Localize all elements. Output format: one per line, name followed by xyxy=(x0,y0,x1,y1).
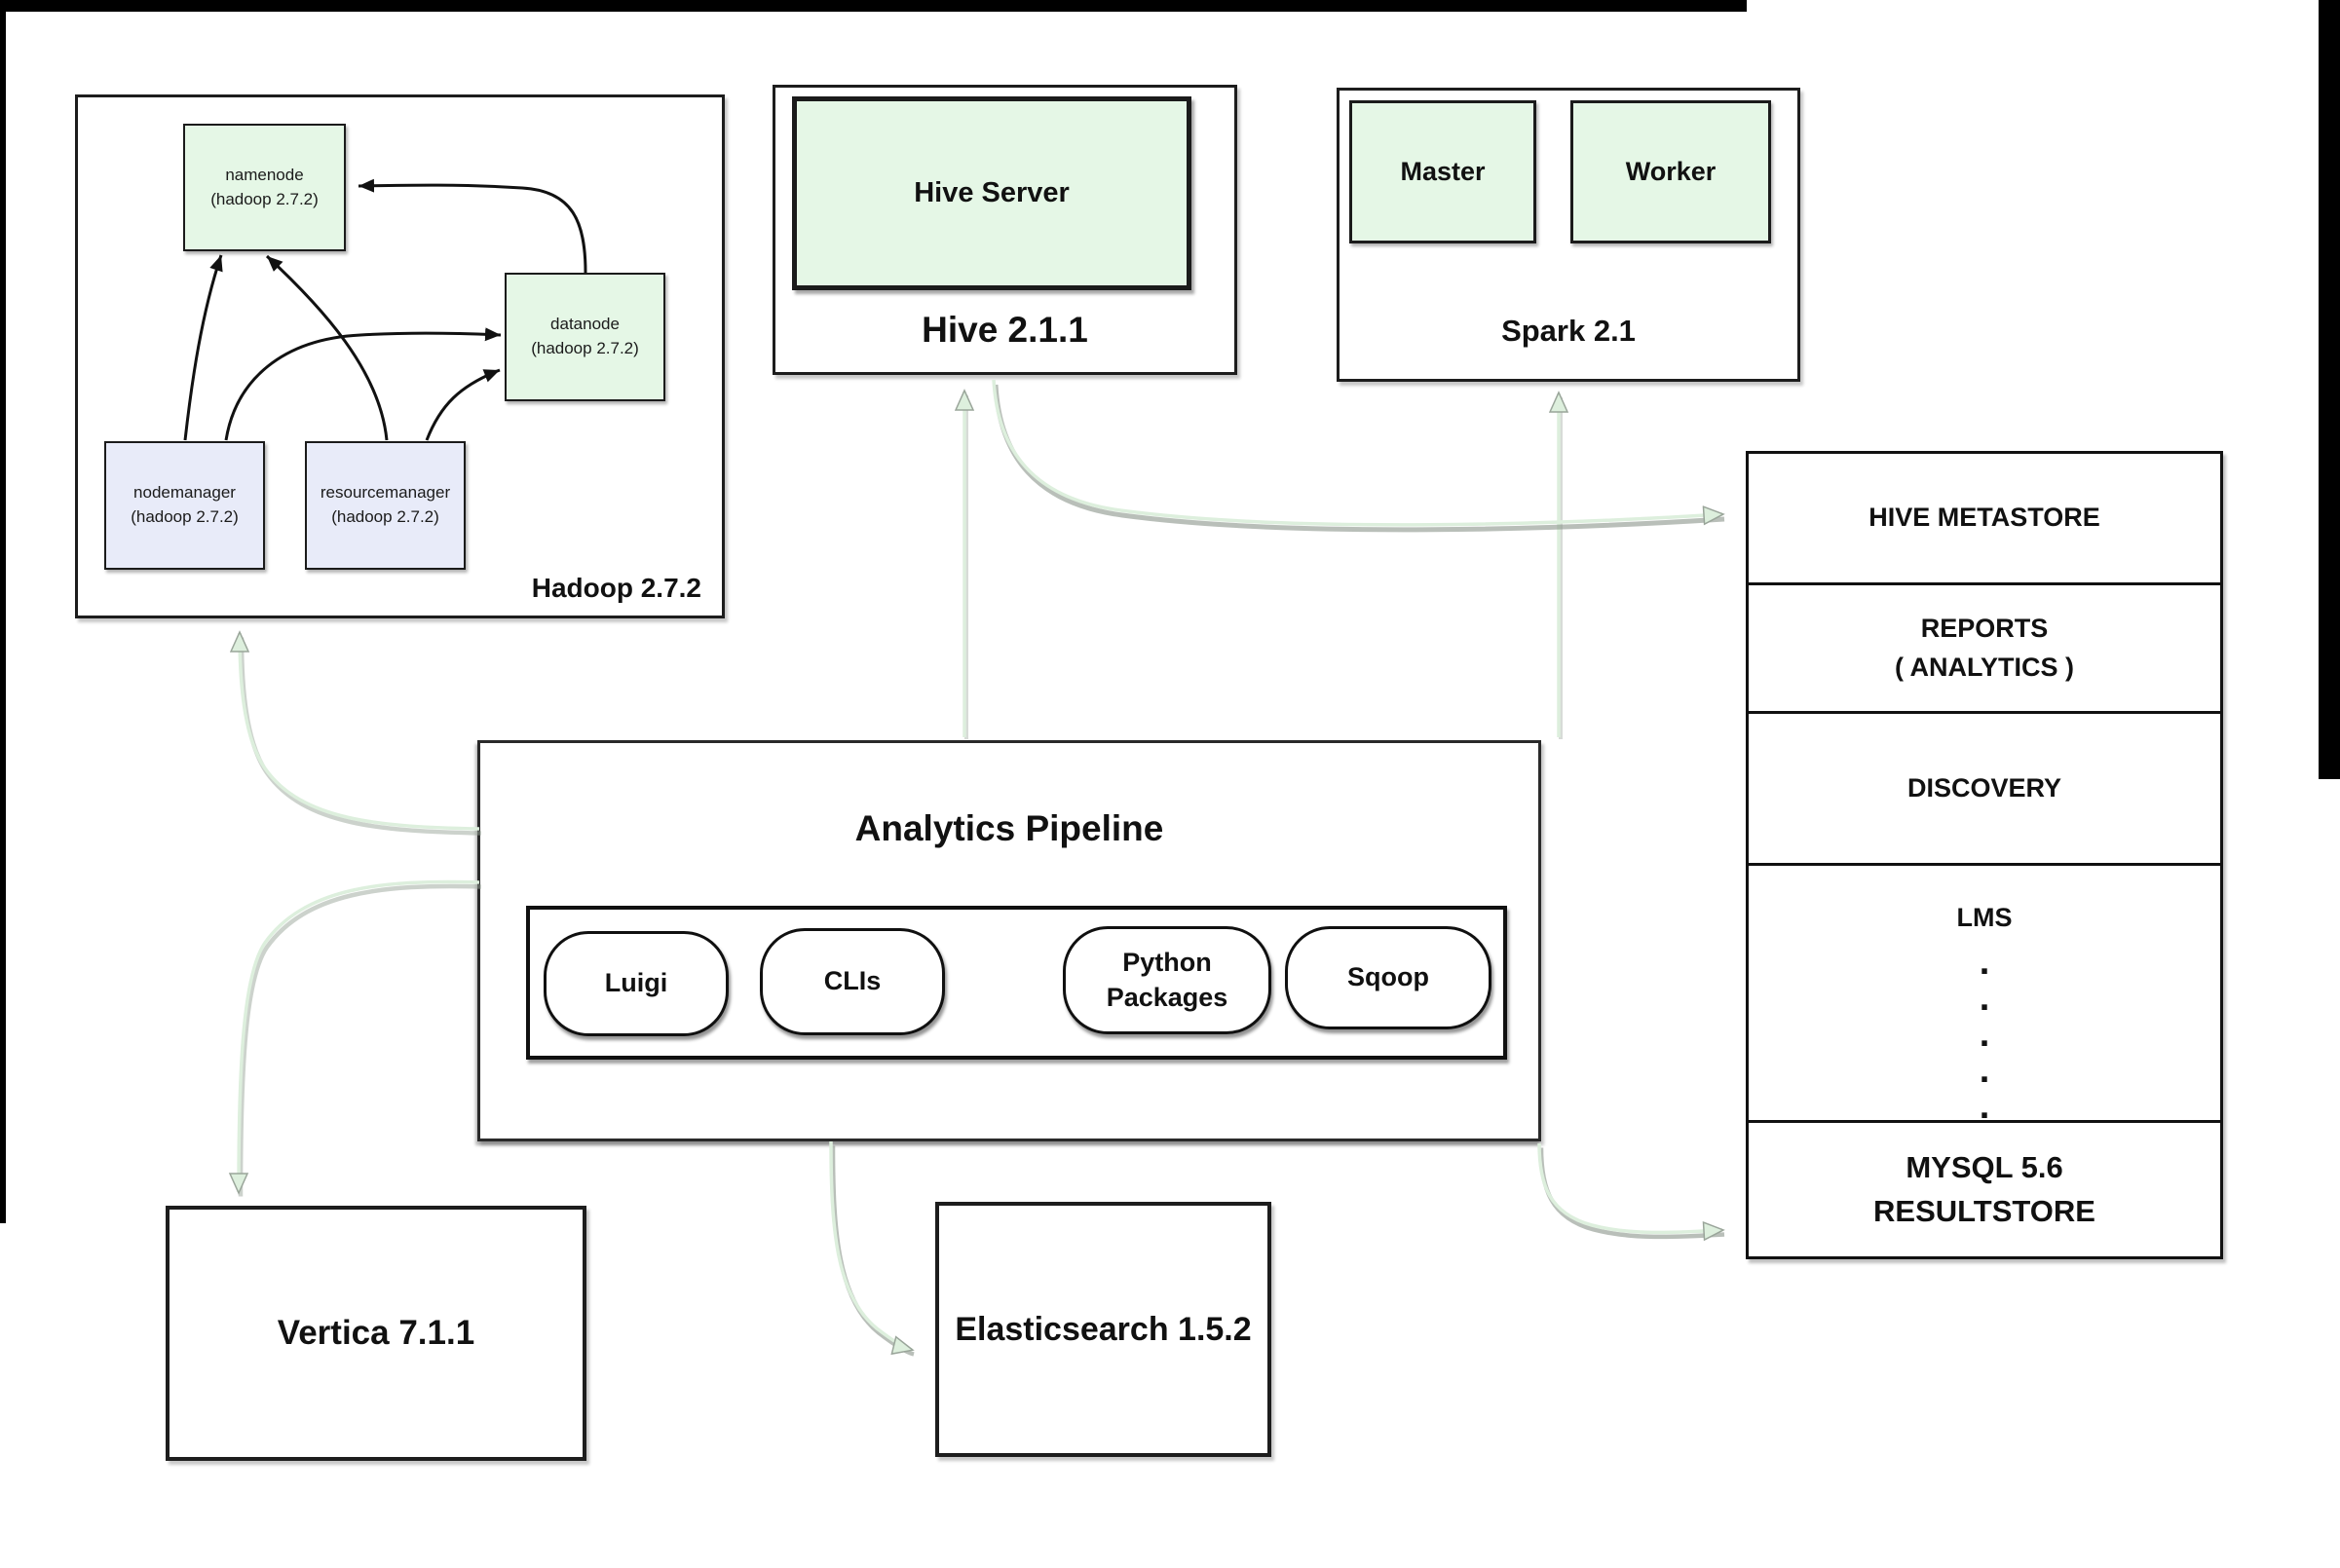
tool-button-sqoop: Sqoop xyxy=(1285,926,1491,1029)
left-black-bar xyxy=(0,0,6,1223)
datanode-label: datanode (hadoop 2.7.2) xyxy=(531,315,639,357)
service-label-lms: LMS xyxy=(1956,903,2013,932)
nodemanager-label: nodemanager (hadoop 2.7.2) xyxy=(131,483,239,526)
hive-title: Hive 2.1.1 xyxy=(922,310,1088,350)
namenode-label: namenode (hadoop 2.7.2) xyxy=(210,165,319,208)
tool-label-sqoop: Sqoop xyxy=(1347,962,1429,992)
arrow-pipeline-to-hive xyxy=(964,392,966,739)
tool-button-luigi: Luigi xyxy=(544,931,729,1036)
hadoop-title: Hadoop 2.7.2 xyxy=(531,573,701,603)
tool-label-clis: CLIs xyxy=(823,966,882,996)
vertica-box: Vertica 7.1.1 xyxy=(166,1206,586,1461)
tool-button-python-packages: Python Packages xyxy=(1063,926,1271,1034)
tool-label-python-packages: Python Packages xyxy=(1106,948,1228,1012)
arrow-pipeline-to-vertica xyxy=(239,879,482,1197)
arrow-pipeline-to-spark xyxy=(1559,393,1561,739)
hive-server-node: Hive Server xyxy=(792,96,1191,290)
elasticsearch-box: Elasticsearch 1.5.2 xyxy=(935,1202,1271,1457)
service-row-hive-metastore: HIVE METASTORE xyxy=(1749,454,2220,582)
spark-title: Spark 2.1 xyxy=(1501,314,1636,348)
arrow-hive-to-metastore xyxy=(992,379,1724,533)
service-label-mysql: MYSQL 5.6 RESULTSTORE xyxy=(1873,1149,2095,1228)
service-row-lms: LMS . . . . . xyxy=(1749,863,2220,1125)
hive-server-label: Hive Server xyxy=(914,177,1070,208)
tool-button-clis: CLIs xyxy=(760,928,945,1035)
top-black-bar xyxy=(0,0,1747,12)
service-label-hive-metastore: HIVE METASTORE xyxy=(1868,503,2100,533)
namenode-node: namenode (hadoop 2.7.2) xyxy=(183,124,346,251)
lms-ellipsis-dots: . . . . . xyxy=(1979,942,1990,1128)
right-black-bar xyxy=(2319,0,2340,779)
resourcemanager-label: resourcemanager (hadoop 2.7.2) xyxy=(320,483,451,526)
services-stack: HIVE METASTORE REPORTS ( ANALYTICS ) DIS… xyxy=(1746,451,2223,1259)
spark-master-node: Master xyxy=(1349,100,1536,243)
vertica-label: Vertica 7.1.1 xyxy=(277,1314,475,1352)
tool-label-luigi: Luigi xyxy=(604,968,668,998)
arrow-pipeline-to-elasticsearch xyxy=(829,1140,914,1357)
resourcemanager-node: resourcemanager (hadoop 2.7.2) xyxy=(305,441,466,570)
datanode-node: datanode (hadoop 2.7.2) xyxy=(505,273,665,401)
elasticsearch-label: Elasticsearch 1.5.2 xyxy=(955,1310,1252,1348)
arrow-pipeline-to-mysql xyxy=(1537,1142,1724,1237)
spark-worker-label: Worker xyxy=(1625,157,1717,186)
spark-worker-node: Worker xyxy=(1570,100,1771,243)
service-row-mysql: MYSQL 5.6 RESULTSTORE xyxy=(1749,1120,2220,1256)
nodemanager-node: nodemanager (hadoop 2.7.2) xyxy=(104,441,265,570)
service-row-reports: REPORTS ( ANALYTICS ) xyxy=(1749,582,2220,711)
spark-master-label: Master xyxy=(1400,157,1486,186)
service-label-discovery: DISCOVERY xyxy=(1906,772,2062,803)
arrow-pipeline-to-hadoop xyxy=(240,633,482,836)
service-row-discovery: DISCOVERY xyxy=(1749,711,2220,863)
pipeline-title: Analytics Pipeline xyxy=(854,808,1164,848)
service-label-reports: REPORTS ( ANALYTICS ) xyxy=(1894,614,2074,682)
